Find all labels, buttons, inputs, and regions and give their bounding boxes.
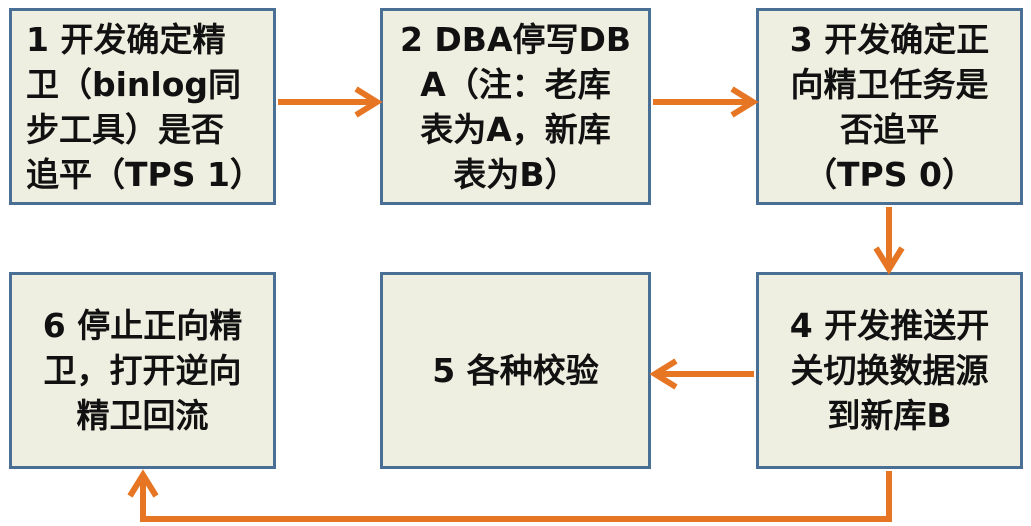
step-1-box: 1 开发确定精 卫（binlog同 步工具）是否 追平（TPS 1） (9, 8, 276, 205)
step-3-text: 3 开发确定正 向精卫任务是 否追平 （TPS 0） (789, 19, 990, 194)
arrow-3-to-4 (873, 207, 905, 275)
arrow-1-to-2 (278, 86, 383, 118)
step-5-text: 5 各种校验 (432, 351, 599, 390)
step-4-text: 4 开发推送开 关切换数据源 到新库B (789, 306, 990, 435)
step-2-text: 2 DBA停写DB A（注：老库 表为A，新库 表为B） (399, 19, 632, 194)
arrow-2-to-3 (653, 86, 759, 118)
step-2-box: 2 DBA停写DB A（注：老库 表为A，新库 表为B） (380, 8, 651, 205)
step-1-text: 1 开发确定精 卫（binlog同 步工具）是否 追平（TPS 1） (26, 19, 263, 194)
step-3-box: 3 开发确定正 向精卫任务是 否追平 （TPS 0） (756, 8, 1023, 205)
arrow-4-to-6 (127, 469, 892, 522)
step-5-box: 5 各种校验 (380, 272, 651, 469)
step-4-box: 4 开发推送开 关切换数据源 到新库B (756, 272, 1023, 469)
step-6-box: 6 停止正向精 卫，打开逆向 精卫回流 (9, 272, 276, 469)
step-6-text: 6 停止正向精 卫，打开逆向 精卫回流 (42, 306, 243, 435)
arrow-4-to-5 (649, 358, 754, 390)
